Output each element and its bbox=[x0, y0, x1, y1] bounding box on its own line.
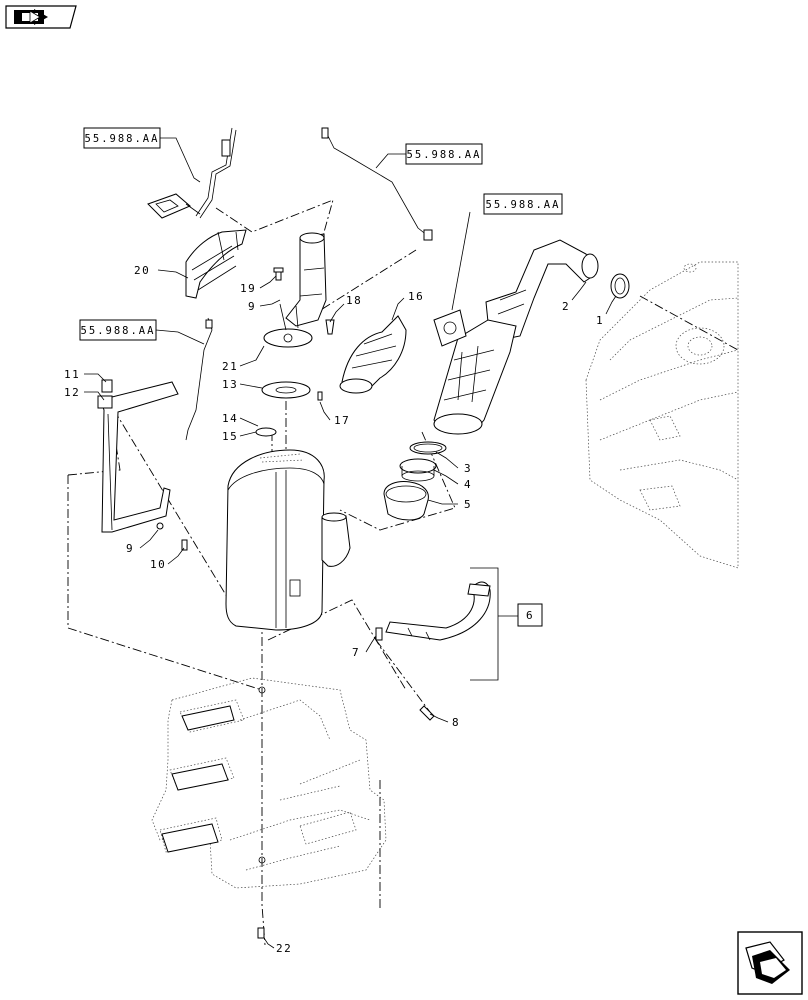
ref-box-top-middle[interactable]: 55.988.AA bbox=[405, 143, 483, 165]
callout-13: 13 bbox=[222, 378, 238, 391]
strap-6 bbox=[385, 581, 491, 641]
outlet-pipe-21 bbox=[263, 232, 327, 348]
ref-label: 55.988.AA bbox=[407, 149, 482, 161]
coupler-5 bbox=[383, 481, 429, 521]
nox-sensor-harness bbox=[147, 127, 237, 219]
callout-6-box bbox=[517, 603, 543, 627]
ref-leader bbox=[155, 329, 205, 345]
inlet-pipe-2 bbox=[485, 239, 599, 343]
ref-leader bbox=[375, 153, 406, 169]
flex-pipe bbox=[433, 319, 517, 435]
callout-9-lower: 9 bbox=[126, 542, 134, 555]
callout-18: 18 bbox=[346, 294, 362, 307]
temperature-sensor-cable bbox=[321, 127, 433, 241]
callout-10: 10 bbox=[150, 558, 166, 571]
callout-15: 15 bbox=[222, 430, 238, 443]
bolt-17 bbox=[317, 391, 323, 401]
bolts-9-10 bbox=[156, 522, 188, 551]
callout-14: 14 bbox=[222, 412, 238, 425]
sensor-cable-mid-left bbox=[185, 317, 213, 441]
callout-17: 17 bbox=[334, 414, 350, 427]
callout-1: 1 bbox=[596, 314, 604, 327]
callout-numbers: 1 2 3 4 5 6 7 8 9 10 11 12 13 14 15 16 1… bbox=[64, 264, 604, 955]
callout-4: 4 bbox=[464, 478, 472, 491]
callout-20: 20 bbox=[134, 264, 150, 277]
clamp-1 bbox=[610, 273, 630, 299]
bolt-22 bbox=[257, 927, 265, 939]
heat-shield-20 bbox=[185, 229, 247, 299]
step-frame bbox=[151, 677, 387, 889]
next-page-arrow-icon[interactable] bbox=[737, 931, 803, 995]
ref-box-top-right[interactable]: 55.988.AA bbox=[483, 193, 563, 215]
bent-pipe-16 bbox=[339, 315, 407, 394]
callout-7: 7 bbox=[352, 646, 360, 659]
ref-box-mid-left[interactable]: 55.988.AA bbox=[79, 319, 157, 341]
clamp-14 bbox=[255, 427, 277, 437]
clamp-4 bbox=[399, 458, 437, 482]
gasket-13 bbox=[261, 381, 311, 399]
callout-19: 19 bbox=[240, 282, 256, 295]
callout-leaders bbox=[84, 269, 617, 949]
pressure-sensor bbox=[433, 211, 471, 347]
ref-box-top-left[interactable]: 55.988.AA bbox=[83, 127, 161, 149]
stud-8 bbox=[419, 705, 435, 721]
callout-6: 6 bbox=[526, 609, 534, 622]
folder-arrow-icon[interactable] bbox=[5, 5, 77, 29]
mounting-bracket-12 bbox=[97, 379, 179, 533]
ref-leader bbox=[160, 137, 201, 183]
ref-label: 55.988.AA bbox=[85, 133, 160, 145]
clamp-3 bbox=[409, 441, 447, 455]
callout-3: 3 bbox=[464, 462, 472, 475]
ref-label: 55.988.AA bbox=[81, 325, 156, 337]
bolt-19 bbox=[273, 267, 284, 281]
callout-8: 8 bbox=[452, 716, 460, 729]
muffler-catalyst-body bbox=[225, 449, 351, 631]
callout-12: 12 bbox=[64, 386, 80, 399]
callout-22: 22 bbox=[276, 942, 292, 955]
ref-label: 55.988.AA bbox=[486, 199, 561, 211]
sensor-probe-18 bbox=[325, 319, 335, 335]
callout-21: 21 bbox=[222, 360, 238, 373]
callout-16: 16 bbox=[408, 290, 424, 303]
callout-9-upper: 9 bbox=[248, 300, 256, 313]
callout-6-bracket bbox=[470, 567, 518, 681]
bolt-7 bbox=[375, 627, 383, 641]
callout-11: 11 bbox=[64, 368, 80, 381]
callout-5: 5 bbox=[464, 498, 472, 511]
callout-2: 2 bbox=[562, 300, 570, 313]
engine-block bbox=[585, 261, 739, 569]
